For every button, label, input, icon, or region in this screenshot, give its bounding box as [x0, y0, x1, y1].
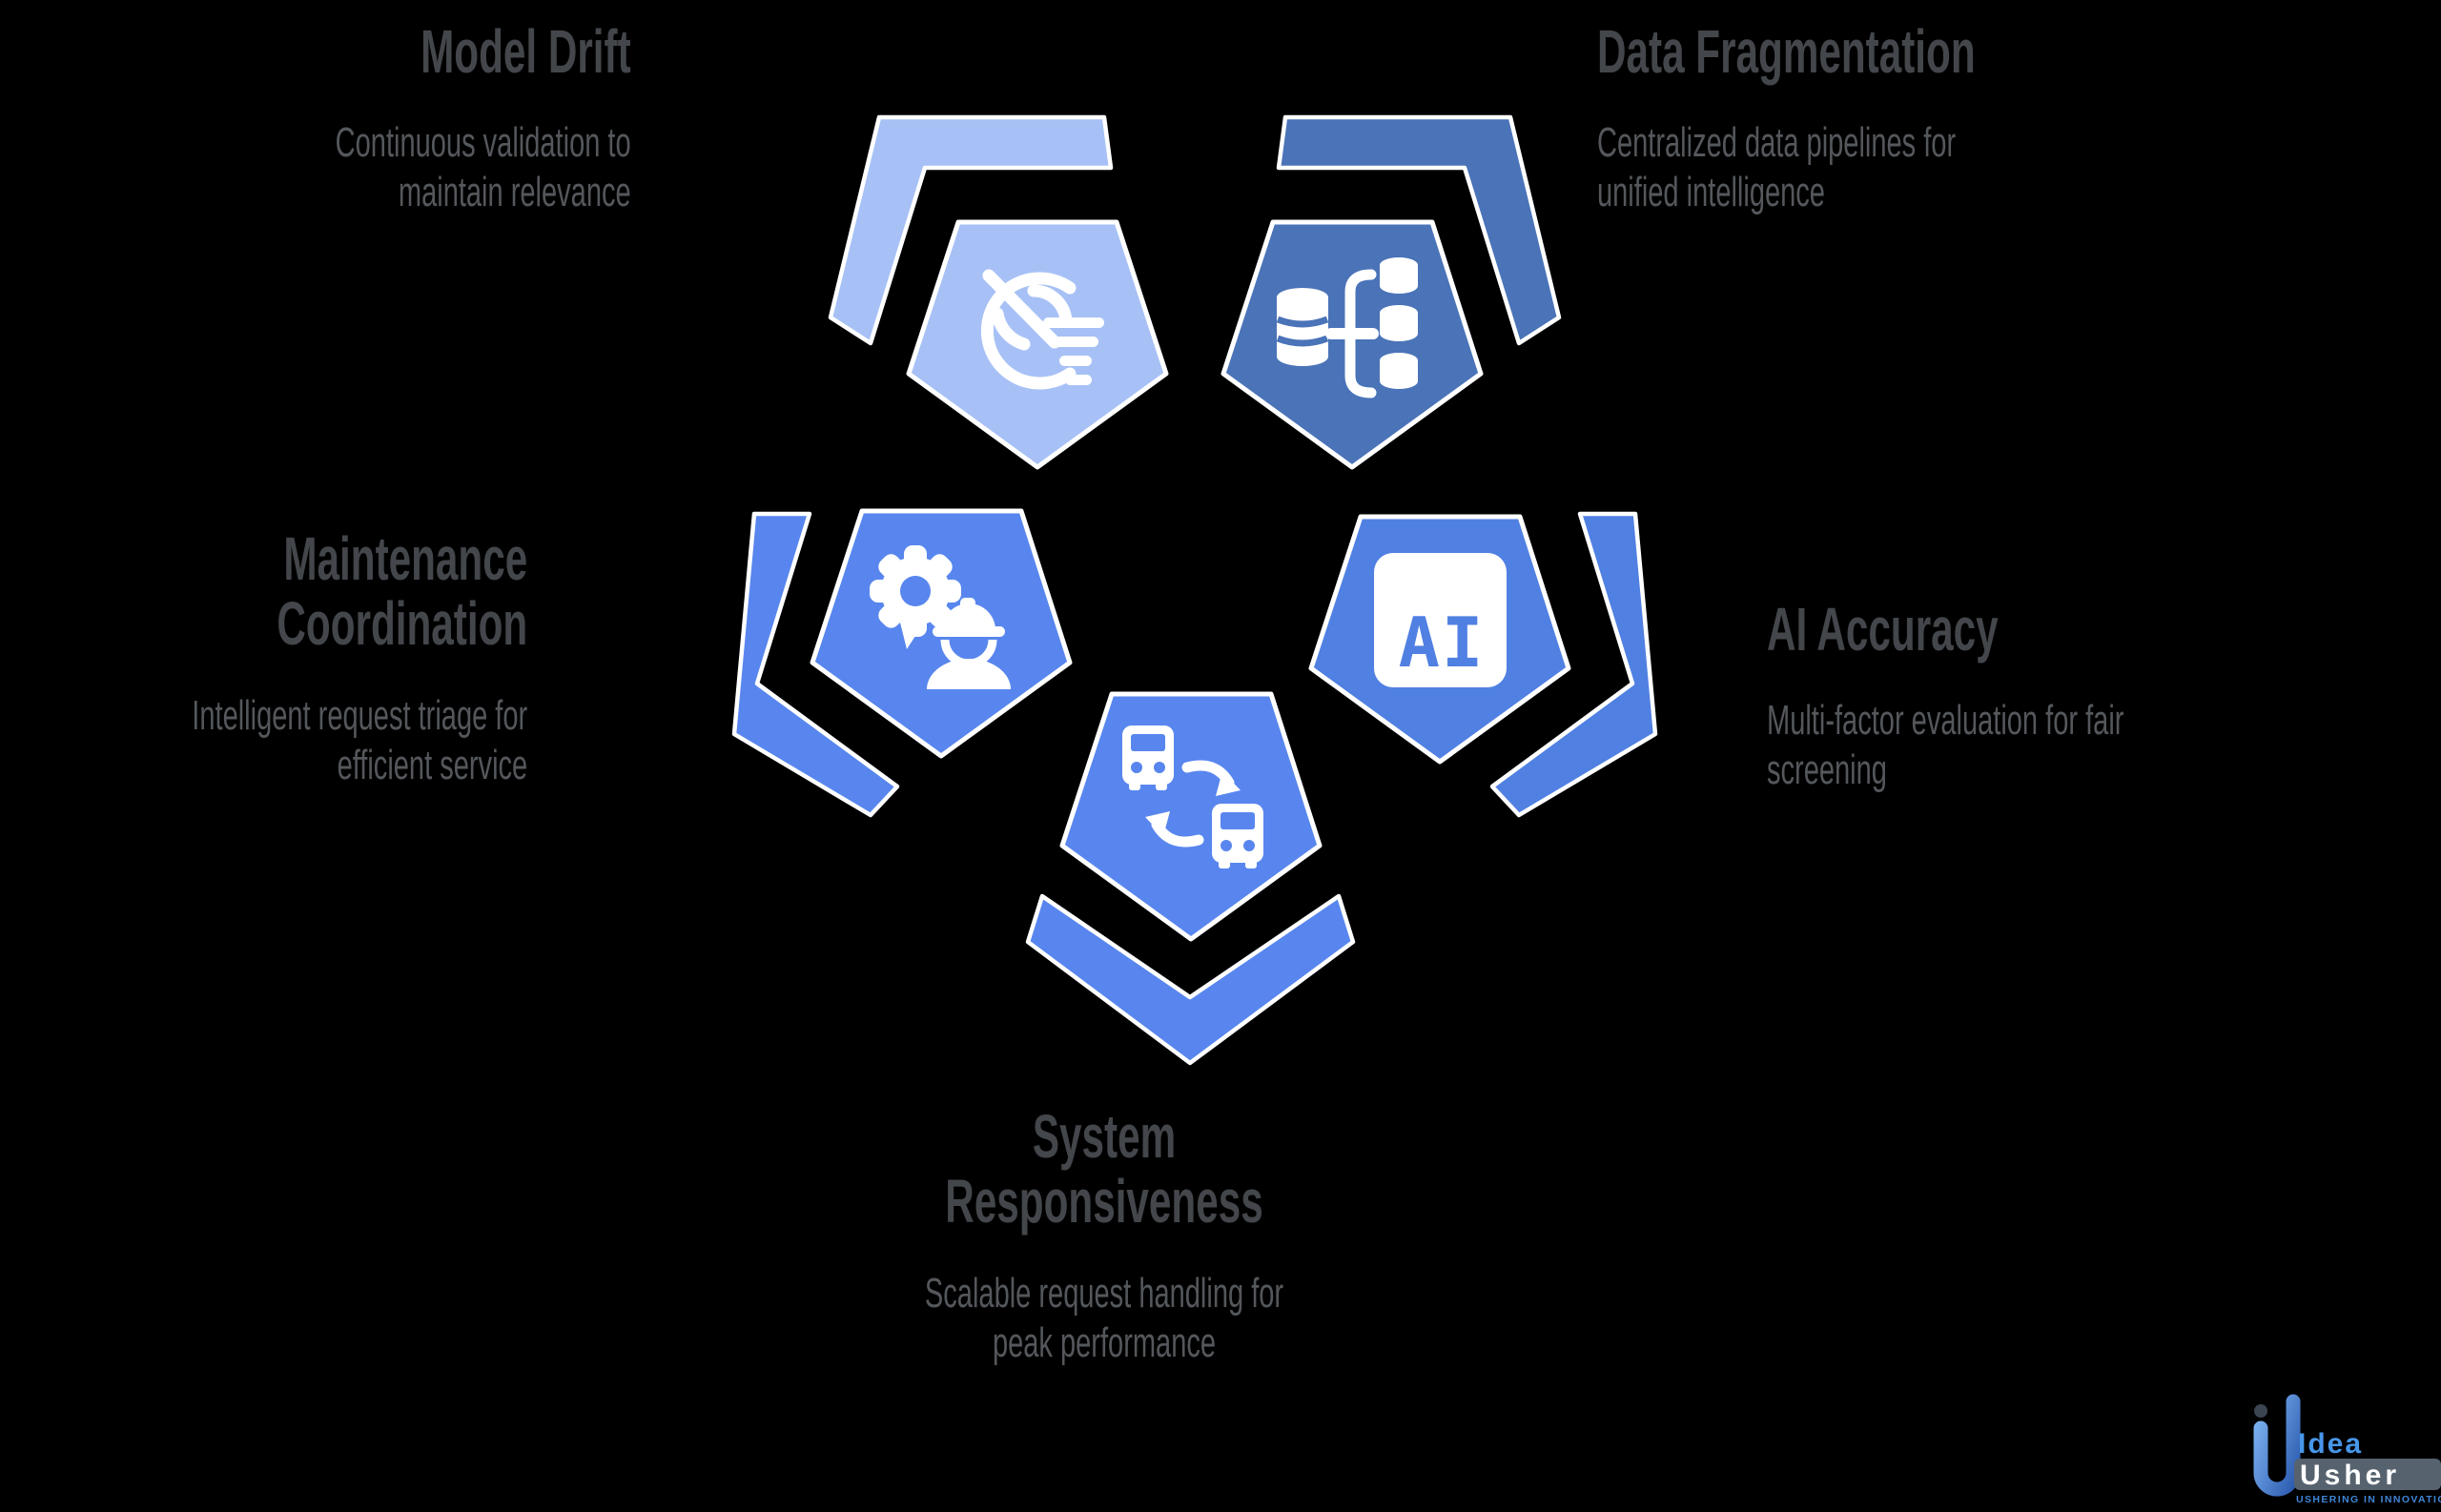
segment-description: Multi-factor evaluation for fair screeni… [1767, 697, 2124, 794]
segment-title: Maintenance Coordination [277, 524, 527, 659]
segment-description: Scalable request handling for peak perfo… [924, 1269, 1284, 1366]
segment-title: AI Accuracy [1767, 595, 1999, 664]
worker-icon [927, 598, 1011, 689]
chevron-ai-accuracy [1489, 511, 1658, 818]
chevron-model-drift [828, 114, 1114, 346]
pentagon-system-responsiveness [1059, 691, 1323, 942]
segment-description: Continuous validation to maintain releva… [336, 119, 631, 216]
segment-description: Centralized data pipelines for unified i… [1597, 119, 1957, 216]
logo-u-mark [2253, 1394, 2301, 1497]
logo-brand-top: Idea [2298, 1428, 2363, 1460]
segment-title: Model Drift [421, 17, 631, 86]
idea-usher-logo: Idea Usher USHERING IN INNOVATION [2252, 1382, 2441, 1507]
chevron-data-fragmentation [1276, 114, 1562, 346]
label-model-drift: Model Drift Continuous validation to mai… [183, 19, 631, 217]
label-system-responsiveness: System Responsiveness Scalable request h… [627, 1104, 1581, 1368]
bus-icon [1212, 804, 1263, 868]
logo-badge [2294, 1459, 2441, 1490]
database-pipeline-icon [1276, 257, 1418, 398]
logo-brand-bottom: Usher [2300, 1460, 2400, 1491]
bus-icon [1122, 725, 1174, 790]
ai-badge-text: AI [1399, 603, 1486, 683]
pentagon-model-drift [906, 219, 1169, 470]
segment-title: System Responsiveness [945, 1102, 1263, 1236]
swap-arrows-icon [1145, 760, 1241, 848]
chevron-maintenance-coordination [731, 511, 900, 818]
label-ai-accuracy: AI Accuracy Multi-factor evaluation for … [1767, 597, 2308, 795]
bus-transfer-icon [1122, 725, 1263, 868]
segment-description: Intelligent request triage for efficient… [192, 691, 527, 788]
label-data-fragmentation: Data Fragmentation Centralized data pipe… [1597, 19, 2170, 217]
segment-title: Data Fragmentation [1597, 17, 1976, 86]
model-drift-gauge-icon [980, 269, 1104, 390]
chevron-system-responsiveness [1025, 893, 1356, 1066]
label-maintenance-coordination: Maintenance Coordination Intelligent req… [19, 526, 527, 790]
ai-badge-icon: AI [1374, 553, 1507, 687]
logo-tagline: USHERING IN INNOVATION [2296, 1494, 2441, 1505]
engineer-gear-icon [870, 545, 1011, 689]
logo-i-dot [2254, 1404, 2267, 1418]
